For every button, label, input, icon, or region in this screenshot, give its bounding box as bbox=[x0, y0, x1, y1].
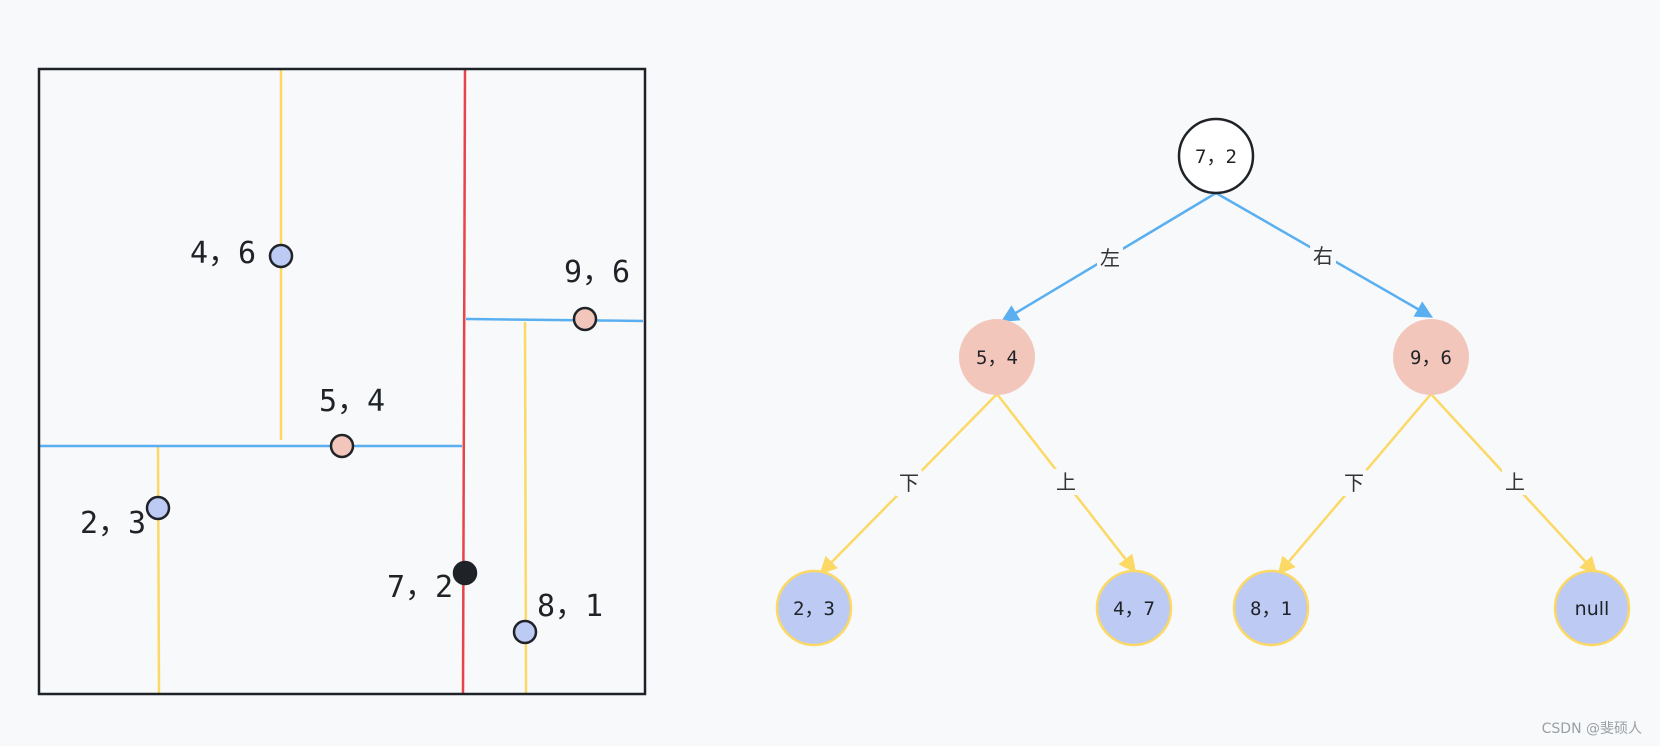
tree-node-label-8-1: 8，1 bbox=[1250, 598, 1292, 620]
point-label-7-2: 7，2 bbox=[387, 570, 453, 605]
point-label-2-3: 2，3 bbox=[80, 506, 146, 541]
tree-node-label-5-4: 5，4 bbox=[976, 347, 1018, 369]
point-label-9-6: 9，6 bbox=[564, 255, 630, 290]
point-label-8-1: 8，1 bbox=[537, 589, 603, 624]
split-line-x-7 bbox=[461, 69, 467, 694]
edge-label-54-down: 下 bbox=[899, 471, 919, 495]
tree-node-label-2-3: 2，3 bbox=[793, 598, 835, 620]
tree-node-4-7 bbox=[1095, 569, 1173, 647]
edge-label-left: 左 bbox=[1100, 246, 1120, 270]
point-2-3 bbox=[145, 495, 171, 521]
point-4-6 bbox=[268, 243, 294, 269]
tree-node-label-9-6: 9，6 bbox=[1410, 347, 1452, 369]
tree-node-null bbox=[1553, 569, 1631, 647]
tree-node-8-1 bbox=[1232, 569, 1310, 647]
partition-plane: 4，6 9，6 5，4 2，3 7，2 8，1 bbox=[37, 67, 647, 696]
edge-label-96-up: 上 bbox=[1505, 470, 1525, 494]
point-8-1 bbox=[512, 619, 538, 645]
split-line-y-6 bbox=[465, 317, 644, 323]
tree-node-2-3 bbox=[775, 569, 853, 647]
edge-label-96-down: 下 bbox=[1344, 471, 1364, 495]
tree-node-7-2 bbox=[1177, 117, 1255, 195]
tree-node-label-4-7: 4，7 bbox=[1113, 598, 1155, 620]
point-5-4 bbox=[329, 433, 355, 459]
point-label-4-6: 4，6 bbox=[190, 236, 256, 271]
tree-node-5-4 bbox=[959, 319, 1035, 395]
edge-label-right: 右 bbox=[1313, 244, 1333, 268]
point-7-2 bbox=[452, 560, 478, 586]
tree-node-9-6 bbox=[1393, 319, 1469, 395]
point-9-6 bbox=[572, 306, 598, 332]
split-line-x-2 bbox=[156, 445, 161, 694]
tree-node-label-7-2: 7，2 bbox=[1195, 146, 1237, 168]
point-label-5-4: 5，4 bbox=[319, 384, 385, 419]
tree-node-label-null: null bbox=[1575, 598, 1610, 620]
watermark: CSDN @斐硕人 bbox=[1541, 721, 1642, 737]
plane-border bbox=[37, 67, 647, 696]
kd-tree: 左 右 下 上 下 上 7，2 5，4 9，6 2，3 4，7 8，1 null bbox=[775, 117, 1631, 647]
edge-label-54-up: 上 bbox=[1056, 470, 1076, 494]
